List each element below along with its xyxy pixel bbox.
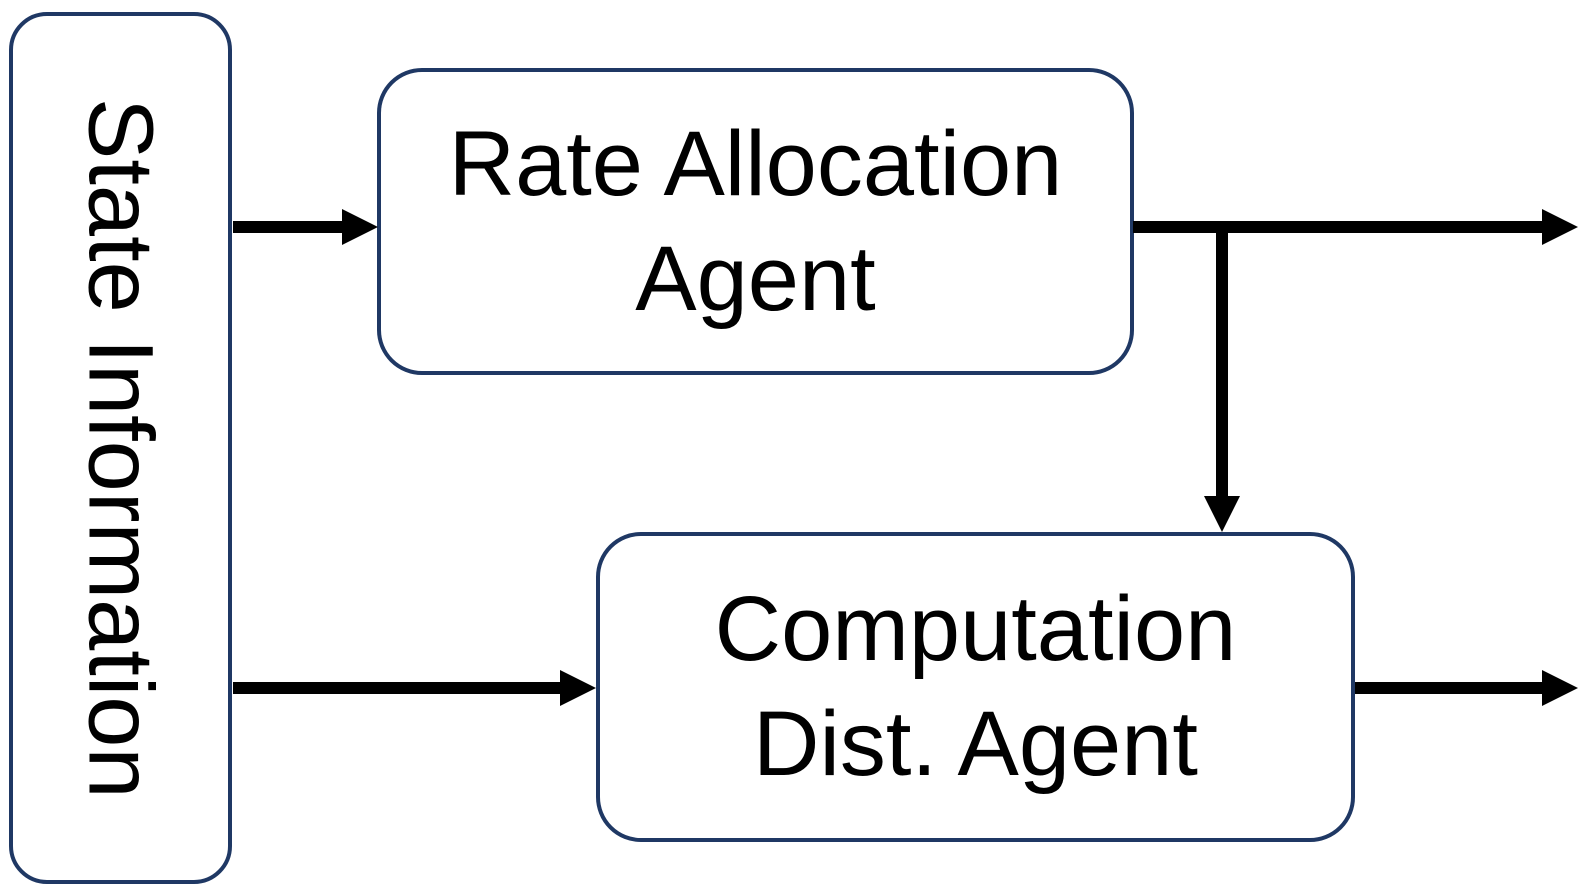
node-state-information-label: State Information	[69, 97, 172, 799]
node-computation-dist-agent-label: Computation Dist. Agent	[715, 572, 1237, 802]
arrow-rate-to-output-head-icon	[1542, 209, 1578, 245]
label-line-2: Dist. Agent	[753, 693, 1198, 795]
label-line-1: Computation	[714, 578, 1237, 680]
node-state-information: State Information	[9, 12, 232, 884]
node-rate-allocation-agent: Rate Allocation Agent	[377, 68, 1134, 375]
node-rate-allocation-agent-label: Rate Allocation Agent	[449, 107, 1063, 337]
arrow-state-to-rate-head-icon	[342, 209, 378, 245]
arrow-rate-to-output-line	[1133, 221, 1543, 233]
arrow-rate-to-comp-line	[1216, 227, 1228, 497]
node-computation-dist-agent: Computation Dist. Agent	[596, 532, 1355, 842]
arrow-rate-to-comp-head-icon	[1204, 496, 1240, 532]
arrow-state-to-comp-line	[233, 682, 563, 694]
label-line-1: Rate Allocation	[448, 112, 1063, 215]
arrow-state-to-rate-line	[233, 221, 345, 233]
arrow-comp-to-output-line	[1355, 682, 1543, 694]
label-line-2: Agent	[635, 227, 876, 330]
arrow-comp-to-output-head-icon	[1542, 670, 1578, 706]
arrow-state-to-comp-head-icon	[560, 670, 596, 706]
